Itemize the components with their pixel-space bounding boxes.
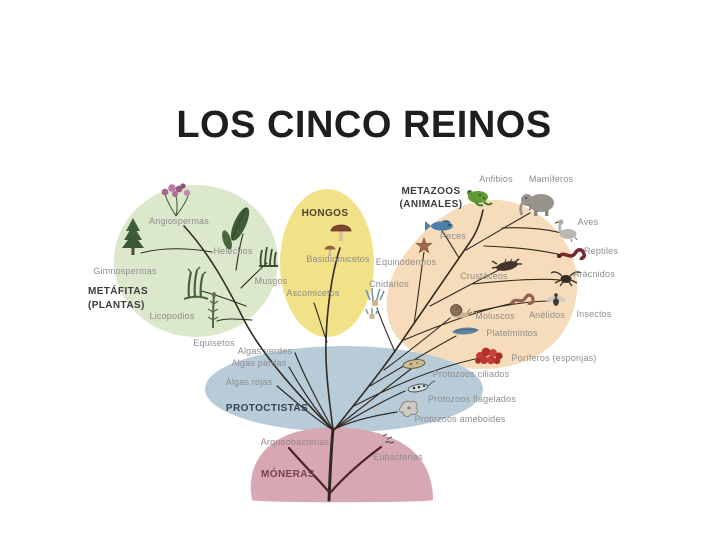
label-platelmintos: Platelmintos xyxy=(486,328,538,338)
snail-icon xyxy=(450,304,473,318)
sponge-icon xyxy=(475,347,503,365)
heading-metafitas-2: (PLANTAS) xyxy=(88,300,145,311)
branch-equisetos xyxy=(216,318,253,322)
label-arqueobacterias: Arqueobacterias xyxy=(261,437,330,447)
branch-licopodios xyxy=(200,290,247,307)
moneras-region xyxy=(250,427,433,503)
branch-protozoos-ciliados xyxy=(332,368,412,431)
fern-icon xyxy=(222,207,250,250)
branch-ascomicetos xyxy=(313,302,328,343)
heading-protoctistas: PROTOCTISTAS xyxy=(226,403,308,414)
label-peces: Peces xyxy=(440,231,466,241)
branch-equinodermos xyxy=(413,251,425,325)
page-title: LOS CINCO REINOS xyxy=(176,104,552,146)
branch-helechos xyxy=(235,233,244,271)
branch-crustaceos xyxy=(429,268,502,307)
label-licopodios: Licopodios xyxy=(149,311,194,321)
angiosperm-flowers-icon xyxy=(161,183,191,217)
label-algas-rojas: Algas rojas xyxy=(226,377,273,387)
branch-eubacterias xyxy=(328,445,383,495)
label-equinodermos: Equinodermos xyxy=(376,257,437,267)
label-eubacterias: Eubacterias xyxy=(373,452,423,462)
label-protozoos-flagelados: Protozoos flagelados xyxy=(428,394,516,404)
sea-anemone-icon xyxy=(365,287,385,306)
small-mushroom-icon xyxy=(324,245,336,256)
label-insectos: Insectos xyxy=(576,309,611,319)
plantas-region xyxy=(114,185,278,337)
branch-gimnospermas xyxy=(140,248,213,254)
branch-protozoos-ameboides xyxy=(332,411,398,431)
moss-icon xyxy=(259,246,278,267)
label-moluscos: Moluscos xyxy=(475,311,515,321)
branch-cnidarios xyxy=(376,307,396,353)
heading-moneras: MÓNERAS xyxy=(261,467,315,480)
heading-hongos: HONGOS xyxy=(302,208,349,219)
branch-arqueobacterias xyxy=(287,446,331,494)
label-equisetos: Equisetos xyxy=(193,338,235,348)
lobster-icon xyxy=(491,258,522,271)
branch-aracnidos xyxy=(471,278,561,285)
branch-algas-rojas xyxy=(276,385,334,431)
clubmoss-icon xyxy=(183,266,209,300)
hongos-region xyxy=(280,189,374,337)
label-mamiferos: Mamíferos xyxy=(529,174,574,184)
branch-insectos xyxy=(473,300,551,313)
fly-icon xyxy=(546,293,566,306)
label-algas-verdes: Algas verdes xyxy=(238,346,293,356)
label-gimnospermas: Gimnospermas xyxy=(93,266,157,276)
conifer-tree-icon xyxy=(122,218,144,255)
diagram-labels: Angiospermas Gimnospermas Helechos Musgo… xyxy=(88,174,618,480)
starfish-icon xyxy=(415,236,433,254)
branch-aves xyxy=(501,227,563,234)
label-protozoos-ameboides: Protozoos ameboides xyxy=(415,414,506,424)
small-anemone-icon xyxy=(365,308,379,319)
label-musgos: Musgos xyxy=(255,276,288,286)
snake-icon xyxy=(557,248,586,261)
branch-moluscos xyxy=(383,317,451,371)
frog-icon xyxy=(467,190,493,207)
label-reptiles: Reptiles xyxy=(584,246,618,256)
label-ascomicetos: Ascomicetos xyxy=(286,288,340,298)
branch-peces xyxy=(441,230,460,259)
branch-algas-pardas xyxy=(288,366,334,431)
label-aves: Aves xyxy=(578,217,599,227)
euglena-icon xyxy=(407,380,436,393)
heading-metazoos-2: (ANIMALES) xyxy=(400,199,463,210)
branch-poriferos xyxy=(353,357,481,407)
fish-icon xyxy=(425,220,453,231)
label-helechos: Helechos xyxy=(213,246,252,256)
branch-plantas xyxy=(183,225,334,431)
worm-icon xyxy=(509,293,535,305)
branch-mamiferos xyxy=(465,212,531,251)
bacteria-icon xyxy=(382,433,395,444)
heading-metafitas-1: METÁFITAS xyxy=(88,284,148,297)
label-basidiomicetos: Basidiomicetos xyxy=(306,254,370,264)
amoeba-icon xyxy=(398,400,419,417)
organism-icons xyxy=(122,183,586,444)
duck-icon xyxy=(554,219,578,243)
flatworm-icon xyxy=(452,327,479,335)
label-algas-pardas: Algas pardas xyxy=(232,358,287,368)
label-protozoos-ciliados: Protozoos ciliados xyxy=(433,369,510,379)
animales-region xyxy=(386,199,578,369)
heading-metazoos-1: METAZOOS xyxy=(401,186,460,197)
paramecium-icon xyxy=(402,359,426,369)
label-cnidarios: Cnidarios xyxy=(369,279,409,289)
branch-algas-verdes xyxy=(294,352,334,431)
label-aracnidos: Arácnidos xyxy=(573,269,615,279)
branch-animales xyxy=(333,209,484,431)
label-crustaceos: Crustáceos xyxy=(460,271,508,281)
horsetail-icon xyxy=(207,292,219,329)
arachnid-icon xyxy=(550,271,582,287)
label-angiospermas: Angiospermas xyxy=(149,216,209,226)
elephant-icon xyxy=(519,194,554,216)
branch-protozoos-flagelados xyxy=(332,390,406,431)
label-anelidos: Anélidos xyxy=(529,310,565,320)
label-anfibios: Anfibios xyxy=(479,174,513,184)
label-poriferos: Poríferos (esponjas) xyxy=(511,353,596,363)
mushroom-icon xyxy=(330,224,352,241)
